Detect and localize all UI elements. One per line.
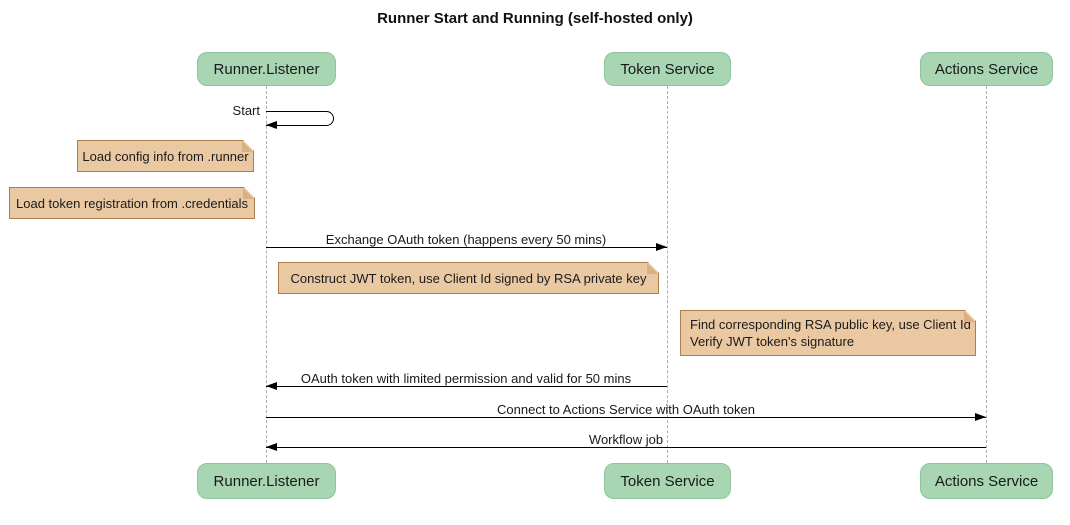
note-text-line1: Find corresponding RSA public key, use C…: [690, 317, 971, 332]
note-fold-icon: [242, 141, 253, 152]
participant-token-service-bottom: Token Service: [604, 463, 731, 499]
participant-actions-service-bottom: Actions Service: [920, 463, 1053, 499]
note-load-config: Load config info from .runner: [77, 140, 254, 172]
note-fold-icon: [647, 263, 658, 274]
arrowhead-right-icon: [656, 243, 667, 251]
message-line: [266, 386, 667, 388]
participant-label: Actions Service: [934, 472, 1039, 490]
message-label-start: Start: [232, 103, 260, 118]
message-line: [266, 417, 986, 419]
note-verify-jwt: Find corresponding RSA public key, use C…: [680, 310, 976, 356]
arrowhead-right-icon: [975, 413, 986, 421]
participant-label: Runner.Listener: [213, 60, 320, 78]
note-construct-jwt: Construct JWT token, use Client Id signe…: [278, 262, 659, 294]
message-label-connect-actions: Connect to Actions Service with OAuth to…: [497, 402, 755, 417]
participant-label: Runner.Listener: [213, 472, 320, 490]
participant-runner-listener-bottom: Runner.Listener: [197, 463, 336, 499]
note-fold-icon: [964, 311, 975, 322]
participant-label: Token Service: [620, 472, 715, 490]
lifeline-token-service: [667, 86, 668, 463]
message-label-oauth-return: OAuth token with limited permission and …: [300, 371, 632, 386]
arrowhead-left-icon: [266, 121, 277, 129]
arrowhead-left-icon: [266, 443, 277, 451]
note-fold-icon: [243, 188, 254, 199]
note-text: Load token registration from .credential…: [16, 195, 248, 211]
arrowhead-left-icon: [266, 382, 277, 390]
note-text-line2: Verify JWT token's signature: [690, 334, 855, 349]
note-text: Construct JWT token, use Client Id signe…: [290, 270, 647, 286]
diagram-title: Runner Start and Running (self-hosted on…: [377, 10, 693, 27]
message-line: [266, 447, 986, 449]
note-text: Load config info from .runner: [82, 148, 249, 164]
participant-token-service-top: Token Service: [604, 52, 731, 86]
lifeline-actions-service: [986, 86, 987, 463]
participant-label: Token Service: [620, 60, 715, 78]
note-load-token-registration: Load token registration from .credential…: [9, 187, 255, 219]
self-message-loop: [266, 111, 334, 126]
message-label-exchange-oauth: Exchange OAuth token (happens every 50 m…: [325, 232, 607, 247]
lifeline-runner-listener: [266, 86, 267, 463]
participant-runner-listener-top: Runner.Listener: [197, 52, 336, 86]
participant-label: Actions Service: [934, 60, 1039, 78]
participant-actions-service-top: Actions Service: [920, 52, 1053, 86]
message-label-workflow-job: Workflow job: [588, 432, 664, 447]
message-line: [266, 247, 667, 249]
